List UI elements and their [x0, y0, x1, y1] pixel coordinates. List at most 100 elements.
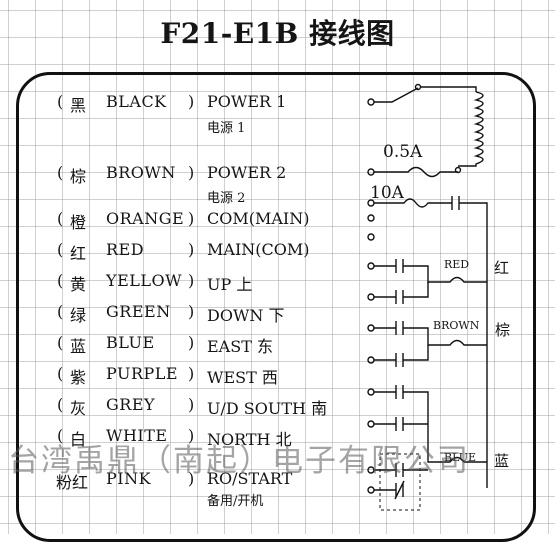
color-cn: 紫 [70, 368, 87, 387]
row-grey: ( 灰 GREY ) U/D SOUTH 南 [0, 395, 370, 423]
function-label: POWER 1 [207, 92, 287, 111]
close-paren: ) [188, 333, 195, 352]
color-cn: 黑 [70, 96, 87, 115]
function-label: EAST 东 [207, 337, 273, 356]
color-cn: 黄 [70, 275, 87, 294]
function-sub: 电源 1 [207, 121, 246, 136]
close-paren: ) [188, 395, 195, 414]
terminal-spare [367, 486, 375, 494]
color-en: YELLOW [106, 271, 183, 290]
relay-brown-west [374, 345, 429, 367]
power-switch [374, 87, 419, 103]
function-label: UP 上 [207, 275, 253, 294]
function-label: POWER 2 [207, 163, 287, 182]
open-paren: ( [57, 163, 64, 182]
function-sub: 备用/开机 [207, 494, 264, 509]
diagram-title: F21-E1B 接线图 [160, 17, 395, 50]
color-en: GREY [106, 395, 156, 414]
open-paren: ( [57, 395, 64, 414]
open-paren: ( [57, 92, 64, 111]
terminal-orange [367, 214, 375, 222]
row-white: ( 白 WHITE ) NORTH 北 [0, 426, 370, 454]
fuse-small [374, 166, 458, 178]
color-cn: 绿 [70, 306, 87, 325]
color-en: BLACK [106, 92, 167, 111]
relay-red-label: RED [444, 258, 470, 271]
color-cn: 棕 [70, 167, 87, 186]
terminal-blue [367, 324, 375, 332]
company-watermark: 台湾禹鼎（南起）电子有限公司 [8, 443, 470, 479]
fuse-contact [454, 166, 462, 174]
close-paren: ) [188, 271, 195, 290]
open-paren: ( [57, 333, 64, 352]
close-paren: ) [188, 364, 195, 383]
relay-start [374, 463, 428, 477]
color-cn: 白 [70, 430, 87, 449]
terminal-white [367, 420, 375, 428]
function-label: U/D SOUTH 南 [207, 399, 328, 418]
close-paren: ) [188, 426, 195, 445]
row-brown: ( 棕 BROWN ) POWER 2 [0, 163, 370, 191]
coil-lead-top [420, 86, 477, 92]
relay-red-down [374, 282, 429, 304]
terminal-purple [367, 356, 375, 364]
row-purple: ( 紫 PURPLE ) WEST 西 [0, 364, 370, 392]
row-blue: ( 蓝 BLUE ) EAST 东 [0, 333, 370, 361]
terminal-grey [367, 388, 375, 396]
color-en: WHITE [106, 426, 168, 445]
row-orange: ( 橙 ORANGE ) COM(MAIN) [0, 209, 370, 237]
color-cn: 红 [70, 244, 87, 263]
color-en: BLUE [106, 333, 155, 352]
row-pink: 粉红 PINK ) RO/START [0, 469, 370, 497]
relay-brown-east [374, 321, 487, 346]
optional-module-box [379, 453, 421, 511]
color-en: ORANGE [106, 209, 185, 228]
function-label: COM(MAIN) [207, 209, 310, 228]
terminal-red [367, 233, 375, 241]
function-label: NORTH 北 [207, 430, 292, 449]
close-paren: ) [188, 209, 195, 228]
transformer-coil [458, 91, 484, 167]
fuse-small-label: 0.5A [383, 142, 423, 162]
relay-brown-label: BROWN [433, 319, 480, 332]
color-cn: 蓝 [70, 337, 87, 356]
close-paren: ) [188, 302, 195, 321]
color-en: PURPLE [106, 364, 179, 383]
color-cn: 橙 [70, 213, 87, 232]
color-cn: 灰 [70, 399, 87, 418]
relay-brown-cn: 棕 [495, 321, 511, 339]
close-paren: ) [188, 92, 195, 111]
relay-blue-label: BLUE [444, 451, 477, 464]
open-paren: ( [57, 426, 64, 445]
common-bus [459, 202, 488, 488]
series-capacitor [451, 196, 460, 210]
fuse-large-label: 10A [370, 183, 404, 203]
color-en: PINK [106, 469, 152, 488]
relay-blue-north [374, 417, 428, 431]
open-paren: ( [57, 302, 64, 321]
close-paren: ) [188, 469, 195, 488]
function-label: DOWN 下 [207, 306, 285, 325]
spare-contact [374, 480, 405, 500]
function-label: RO/START [207, 469, 293, 488]
terminal-black [367, 98, 375, 106]
function-label: WEST 西 [207, 368, 278, 387]
relay-red-up [374, 259, 487, 283]
row-red: ( 红 RED ) MAIN(COM) [0, 240, 370, 268]
terminal-brown [367, 168, 375, 176]
open-paren: ( [57, 271, 64, 290]
color-cn: 粉红 [56, 473, 89, 492]
terminal-yellow [367, 262, 375, 270]
relay-red-cn: 红 [494, 259, 510, 277]
close-paren: ) [188, 163, 195, 182]
color-en: GREEN [106, 302, 171, 321]
function-sub: 电源 2 [207, 191, 246, 206]
function-label: MAIN(COM) [207, 240, 310, 259]
row-black: ( 黑 BLACK ) POWER 1 [0, 92, 370, 120]
open-paren: ( [57, 240, 64, 259]
open-paren: ( [57, 209, 64, 228]
open-paren: ( [57, 364, 64, 383]
terminal-green [367, 293, 375, 301]
